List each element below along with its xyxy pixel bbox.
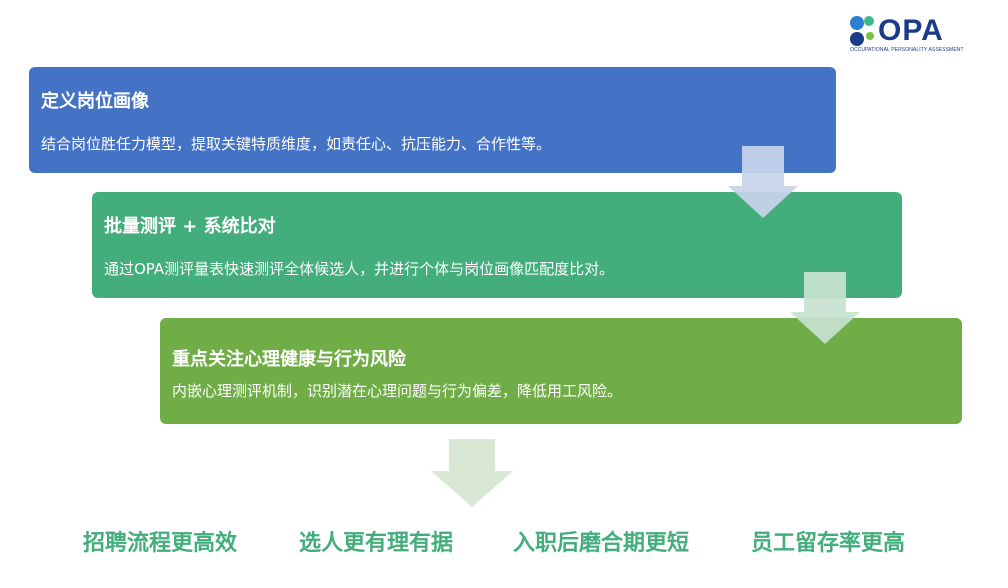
step-description: 内嵌心理测评机制，识别潜在心理问题与行为偏差，降低用工风险。	[172, 382, 623, 400]
outcome-shorter-onboarding: 入职后磨合期更短	[512, 531, 690, 556]
step-description: 结合岗位胜任力模型，提取关键特质维度，如责任心、抗压能力、合作性等。	[41, 135, 552, 153]
down-arrow-icon	[790, 272, 860, 344]
step-title: 定义岗位画像	[41, 91, 149, 112]
outcomes-row: 招聘流程更高效 选人更有理有据 入职后磨合期更短 员工留存率更高	[0, 525, 1008, 557]
logo-dots-icon	[850, 16, 874, 46]
step-title: 批量测评 + 系统比对	[104, 216, 276, 237]
outcome-evidence-based-selection: 选人更有理有据	[298, 531, 454, 556]
down-arrow-icon	[728, 146, 798, 218]
logo-wordmark: OPA	[878, 14, 944, 47]
step-define-profile: 定义岗位画像 结合岗位胜任力模型，提取关键特质维度，如责任心、抗压能力、合作性等…	[29, 67, 836, 173]
outcome-higher-retention: 员工留存率更高	[750, 531, 906, 556]
step-description: 通过OPA测评量表快速测评全体候选人，并进行个体与岗位画像匹配度比对。	[104, 260, 615, 278]
outcome-efficient-hiring: 招聘流程更高效	[82, 531, 238, 556]
step-title: 重点关注心理健康与行为风险	[172, 349, 406, 370]
opa-logo: OPA OCCUPATIONAL PERSONALITY ASSESSMENT	[848, 12, 964, 56]
down-arrow-icon	[431, 439, 513, 507]
logo-tagline: OCCUPATIONAL PERSONALITY ASSESSMENT	[850, 47, 964, 53]
